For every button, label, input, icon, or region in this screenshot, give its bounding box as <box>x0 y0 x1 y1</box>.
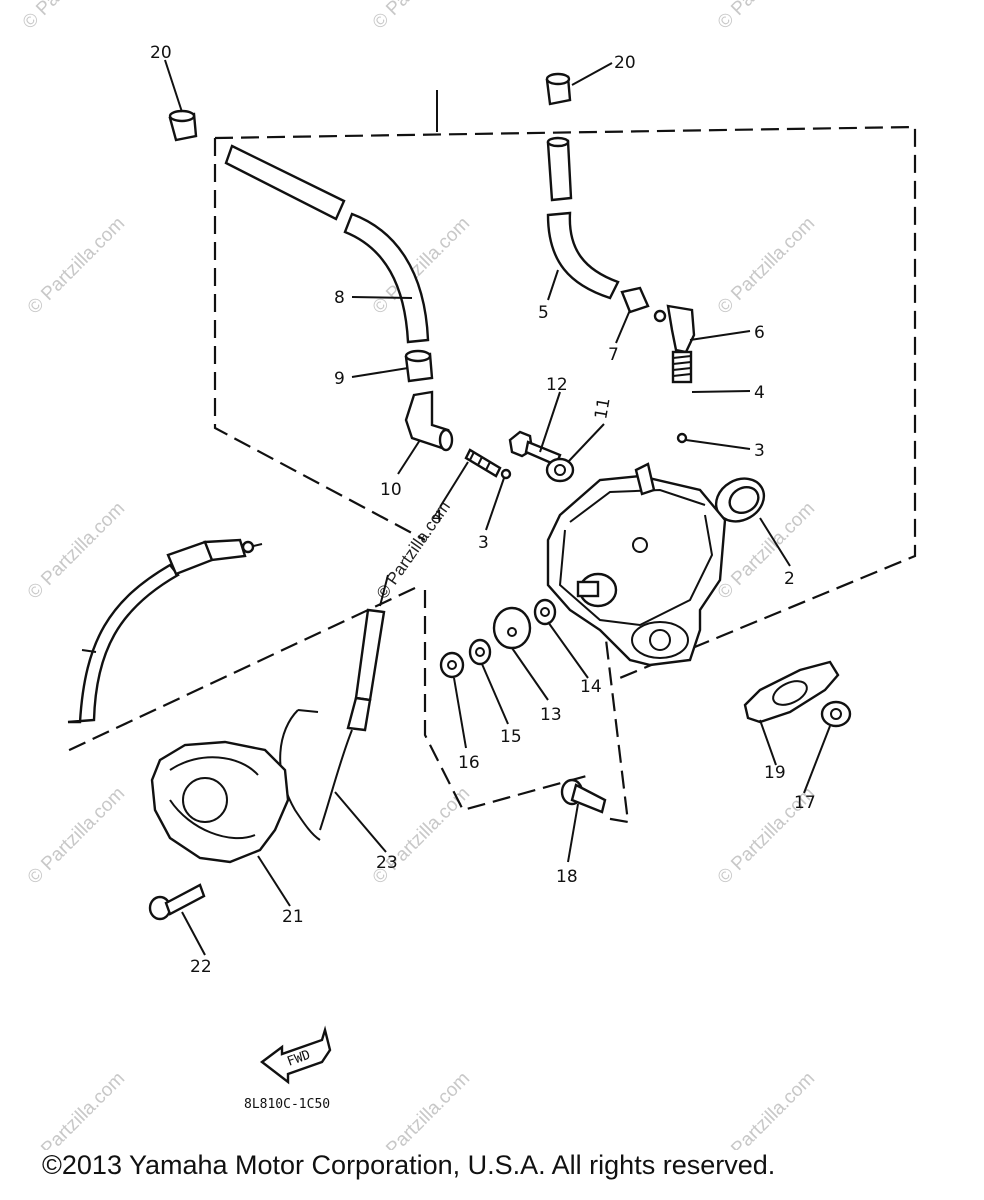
copyright-notice: ©2013 Yamaha Motor Corporation, U.S.A. A… <box>42 1150 776 1180</box>
oil-pump-body <box>546 462 727 667</box>
oil-pump-cable-23 <box>279 574 389 841</box>
callout-17: 17 <box>794 793 816 813</box>
callout-13: 13 <box>540 705 562 725</box>
callout-9: 9 <box>334 369 345 389</box>
oil-seal-2 <box>714 477 766 523</box>
nut-16 <box>439 651 465 679</box>
diagram-code: 8L810C-1C50 <box>244 1097 330 1112</box>
plate-13 <box>492 606 532 650</box>
cap-20-left <box>168 109 198 142</box>
pipe-5-upper <box>546 136 573 202</box>
washer-14 <box>533 598 557 626</box>
check-ball-3-right <box>676 432 688 444</box>
callout-7: 7 <box>608 345 619 365</box>
cap-20-right <box>545 72 572 106</box>
nut-11 <box>545 457 575 483</box>
callout-20-right: 20 <box>614 53 636 73</box>
assembly-outline <box>64 90 917 824</box>
callout-3-right: 3 <box>754 441 765 461</box>
oil-line-left <box>67 538 263 724</box>
fitting-6 <box>653 304 696 354</box>
bolt-18 <box>560 778 607 814</box>
watermark: © Partzilla.com <box>24 498 129 603</box>
callout-4-left: 4 <box>432 507 443 527</box>
washer-17 <box>820 700 852 728</box>
watermark: © Partzilla.com <box>24 783 129 888</box>
callout-8: 8 <box>334 288 345 308</box>
watermark: © Partzilla.com <box>19 0 124 34</box>
callout-20-left: 20 <box>150 43 172 63</box>
elbow-10 <box>404 390 454 452</box>
callout-15: 15 <box>500 727 522 747</box>
callout-21: 21 <box>282 907 304 927</box>
hose-5 <box>546 211 620 300</box>
bolt-12 <box>508 430 562 467</box>
callout-16: 16 <box>458 753 480 773</box>
hose-8 <box>224 144 430 344</box>
clamp-7 <box>620 286 650 314</box>
callout-19: 19 <box>764 763 786 783</box>
watermark: © Partzilla.com <box>714 1068 819 1150</box>
gasket-19 <box>743 660 840 724</box>
callout-5: 5 <box>538 303 549 323</box>
callout-11: 11 <box>591 396 614 421</box>
check-ball-3-left <box>500 468 512 480</box>
spring-4-right <box>671 350 693 384</box>
callout-labels: 20 20 8 9 10 5 7 6 4 3 12 11 4 3 2 14 13… <box>150 43 816 977</box>
callout-6: 6 <box>754 323 765 343</box>
leader-lines <box>164 59 831 956</box>
watermark: © Partzilla.com <box>24 1068 129 1150</box>
spring-4-left <box>464 448 502 478</box>
callout-12: 12 <box>546 375 568 395</box>
watermark: © Partzilla.com <box>714 0 819 34</box>
washer-15 <box>468 638 492 666</box>
clamp-9 <box>404 349 434 383</box>
callout-14: 14 <box>580 677 602 697</box>
pump-cover-21 <box>150 740 290 864</box>
callout-2: 2 <box>784 569 795 589</box>
callout-4-right: 4 <box>754 383 765 403</box>
callout-10: 10 <box>380 480 402 500</box>
watermark: © Partzilla.com <box>369 1068 474 1150</box>
callout-3-left: 3 <box>478 533 489 553</box>
callout-23: 23 <box>376 853 398 873</box>
callout-18: 18 <box>556 867 578 887</box>
callout-22: 22 <box>190 957 212 977</box>
parts-diagram: © Partzilla.com © Partzilla.com © Partzi… <box>19 0 917 1150</box>
screw-22 <box>148 883 206 921</box>
fwd-arrow-icon: FWD <box>260 1025 332 1085</box>
watermark: © Partzilla.com <box>24 213 129 318</box>
watermark: © Partzilla.com <box>369 0 474 34</box>
watermark: © Partzilla.com <box>714 213 819 318</box>
